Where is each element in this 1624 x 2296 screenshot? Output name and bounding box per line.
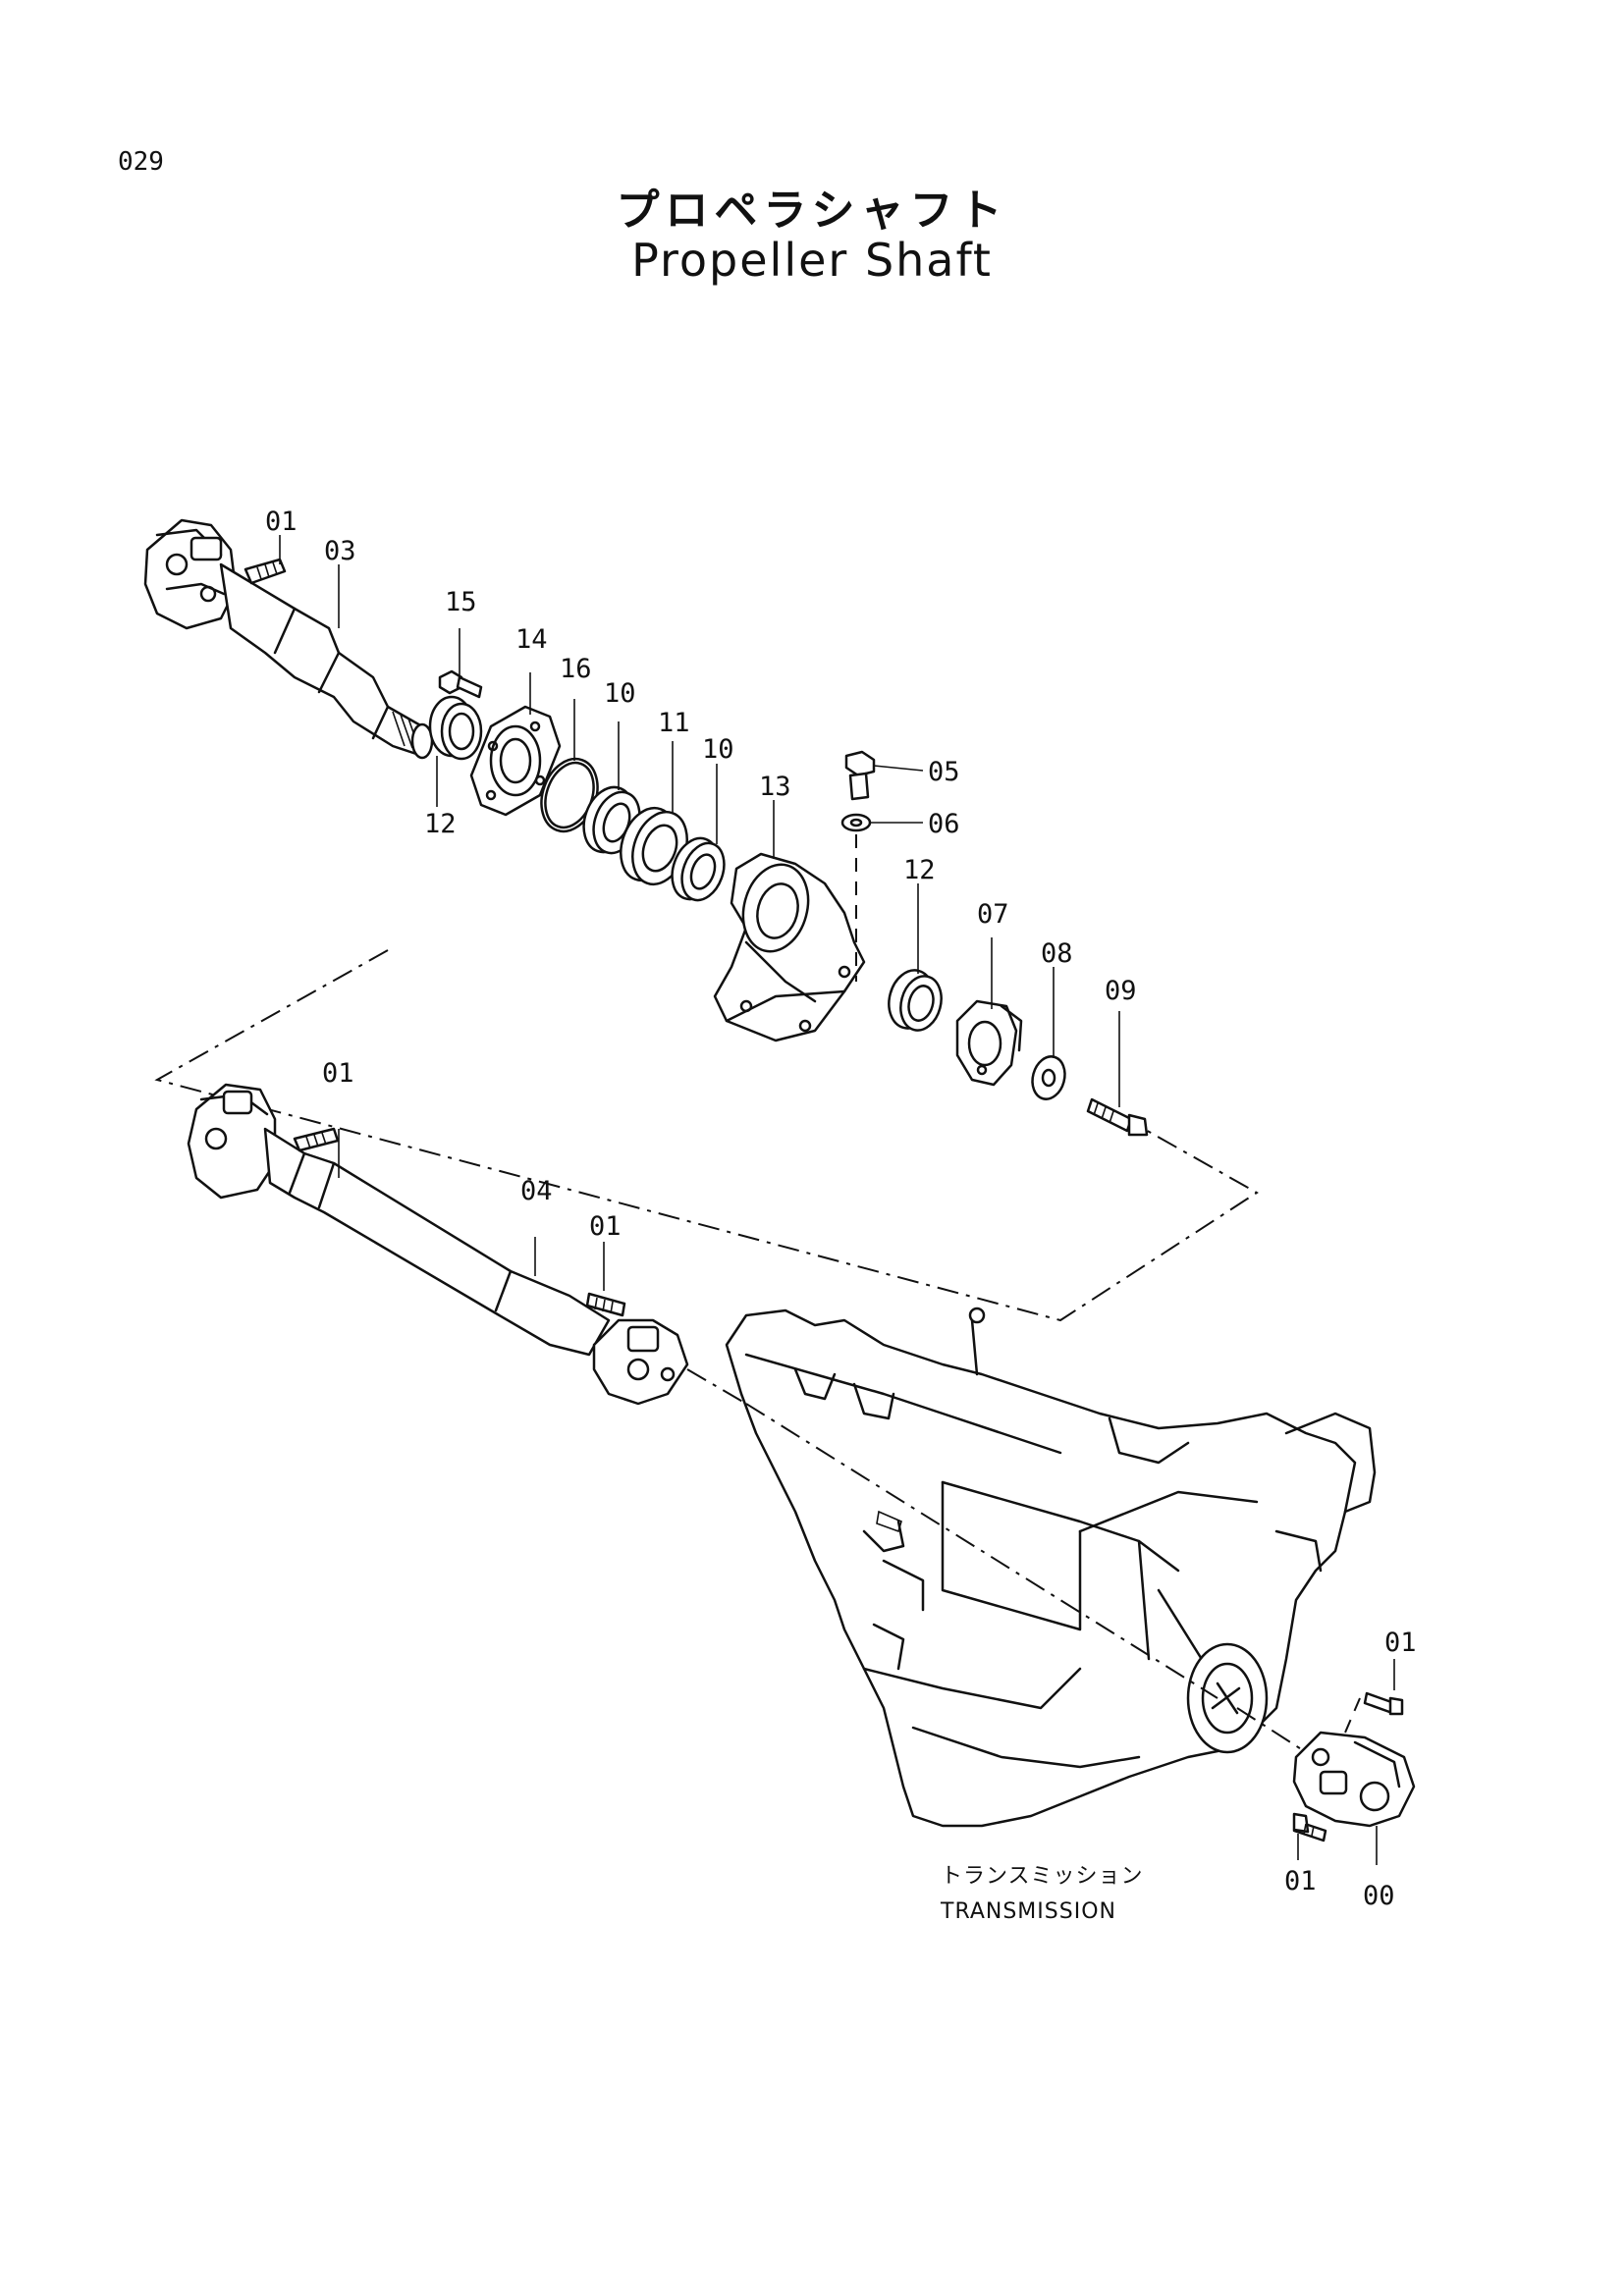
- flange-housing-14: [469, 705, 562, 817]
- callout-13: 13: [759, 772, 791, 802]
- callout-01-a: 01: [265, 507, 298, 537]
- seal-10-b: [671, 836, 726, 902]
- centerline-lower: [686, 1368, 747, 1405]
- callout-10-a: 10: [604, 678, 636, 709]
- callout-01-b: 01: [322, 1058, 354, 1089]
- bolt-01-upper: [244, 558, 287, 585]
- callout-11: 11: [658, 708, 690, 738]
- bearing-housing-13: [713, 852, 866, 1042]
- yoke-lower-left: [187, 1083, 277, 1200]
- leader-lines: [279, 535, 1120, 1107]
- bolt-09: [1086, 1097, 1149, 1137]
- callout-01-d: 01: [1384, 1628, 1417, 1658]
- callout-12-b: 12: [903, 855, 936, 885]
- washer-08: [1031, 1055, 1066, 1100]
- callout-06: 06: [928, 809, 960, 839]
- centerline-output: [1236, 1707, 1307, 1753]
- callout-07: 07: [977, 899, 1009, 930]
- callout-00: 00: [1363, 1881, 1395, 1911]
- propeller-shaft-04: [263, 1127, 611, 1357]
- bolt-05: [844, 750, 876, 801]
- callout-09: 09: [1105, 976, 1137, 1006]
- bearing-12-upper: [428, 695, 483, 761]
- callout-05: 05: [928, 757, 960, 787]
- yoke-00: [1292, 1731, 1416, 1828]
- callout-03: 03: [324, 536, 356, 566]
- bolt-01-right-lower: [1292, 1812, 1327, 1842]
- callout-12-a: 12: [424, 809, 457, 839]
- leader-dash-right: [1344, 1697, 1361, 1734]
- callout-01-c: 01: [589, 1211, 622, 1242]
- bolt-01-lower-mid: [585, 1292, 626, 1317]
- yoke-flange-07: [955, 999, 1023, 1087]
- propeller-shaft-03: [219, 562, 434, 760]
- callout-10-b: 10: [702, 734, 734, 765]
- washer-06: [840, 813, 872, 832]
- callout-14: 14: [515, 624, 548, 655]
- transmission-label-japanese: トランスミッション: [941, 1864, 1144, 1889]
- callout-16: 16: [560, 654, 592, 684]
- page-title-japanese: プロペラシャフト: [616, 186, 1008, 236]
- callout-08: 08: [1041, 938, 1073, 969]
- callout-15: 15: [445, 587, 477, 617]
- bearing-12-lower: [888, 969, 943, 1032]
- assembly-outline: [154, 949, 1259, 1322]
- bolt-01-right-upper: [1363, 1691, 1404, 1716]
- callout-01-e: 01: [1284, 1866, 1317, 1896]
- page-number: 029: [118, 147, 164, 177]
- callout-04: 04: [520, 1176, 553, 1206]
- transmission-body: [725, 1307, 1377, 1828]
- bolt-01-lower-left: [293, 1127, 340, 1152]
- page-title-english: Propeller Shaft: [631, 234, 993, 287]
- yoke-lower-right: [592, 1318, 689, 1406]
- centerline-transmission: [745, 1403, 1218, 1699]
- transmission-label-english: TRANSMISSION: [940, 1899, 1116, 1924]
- bolt-15: [438, 669, 483, 699]
